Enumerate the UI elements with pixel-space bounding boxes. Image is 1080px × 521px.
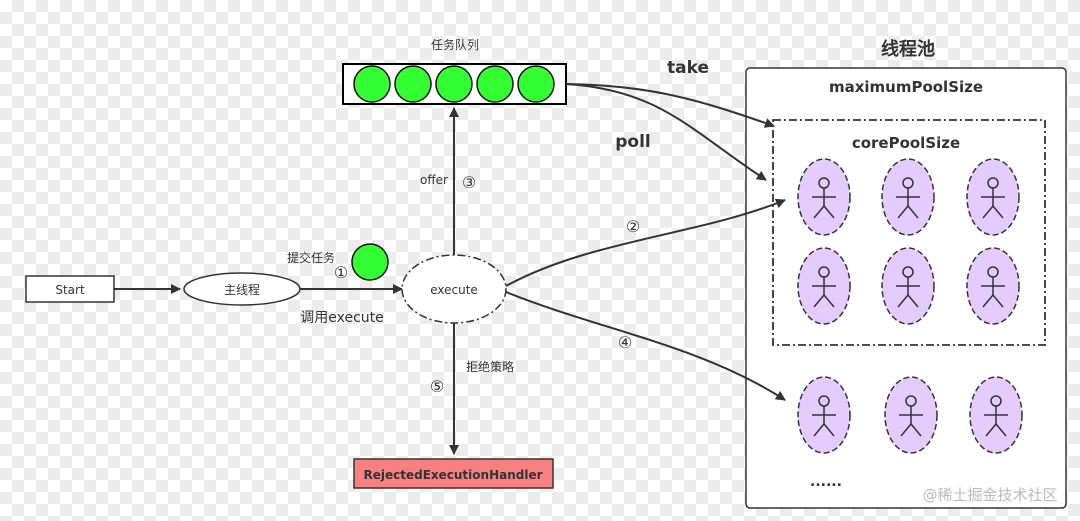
arrow-take [565, 83, 775, 128]
core-thread-worker-icon [966, 158, 1020, 236]
core-pool-label: corePoolSize [852, 134, 960, 152]
execute-label: execute [430, 283, 478, 297]
core-thread-worker-icon [881, 247, 935, 325]
offer-label: offer [420, 173, 448, 187]
arrow-to-extra-threads [505, 291, 786, 401]
pool-title: 线程池 [881, 38, 935, 60]
queue-task-icon [476, 65, 514, 103]
step-1-label: ① [334, 263, 348, 282]
watermark: @稀土掘金技术社区 [922, 486, 1057, 504]
arrow-to-core-threads [505, 198, 786, 287]
start-label: Start [55, 283, 85, 297]
queue-title: 任务队列 [431, 37, 479, 52]
max-pool-label: maximumPoolSize [829, 78, 983, 96]
submitted-task-icon [351, 243, 389, 281]
call-execute-label: 调用execute [300, 310, 384, 326]
extra-thread-worker-icon [969, 376, 1023, 454]
step-5-label: ⑤ [430, 377, 444, 396]
extra-thread-worker-icon [884, 376, 938, 454]
rejected-handler-box [353, 458, 554, 489]
queue-task-icon [517, 65, 555, 103]
submit-task-label: 提交任务 [287, 250, 335, 265]
extra-thread-worker-icon [797, 376, 851, 454]
core-thread-worker-icon [881, 158, 935, 236]
rejected-handler-label: RejectedExecutionHandler [363, 468, 542, 482]
core-thread-worker-icon [797, 158, 851, 236]
queue-task-icon [394, 65, 432, 103]
start-box [25, 275, 115, 303]
reject-policy-label: 拒绝策略 [466, 359, 514, 374]
step-3-label: ③ [462, 173, 476, 192]
queue-task-icon [353, 65, 391, 103]
take-label: take [667, 58, 709, 78]
step-4-label: ④ [618, 333, 632, 352]
more-threads-ellipsis: ...... [810, 474, 842, 490]
core-thread-worker-icon [797, 247, 851, 325]
core-pool-box [772, 119, 1046, 346]
main-thread-label: 主线程 [224, 282, 260, 297]
queue-task-icon [435, 65, 473, 103]
poll-label: poll [615, 132, 651, 152]
core-thread-worker-icon [966, 247, 1020, 325]
step-2-label: ② [626, 217, 640, 236]
arrow-poll [565, 83, 767, 181]
